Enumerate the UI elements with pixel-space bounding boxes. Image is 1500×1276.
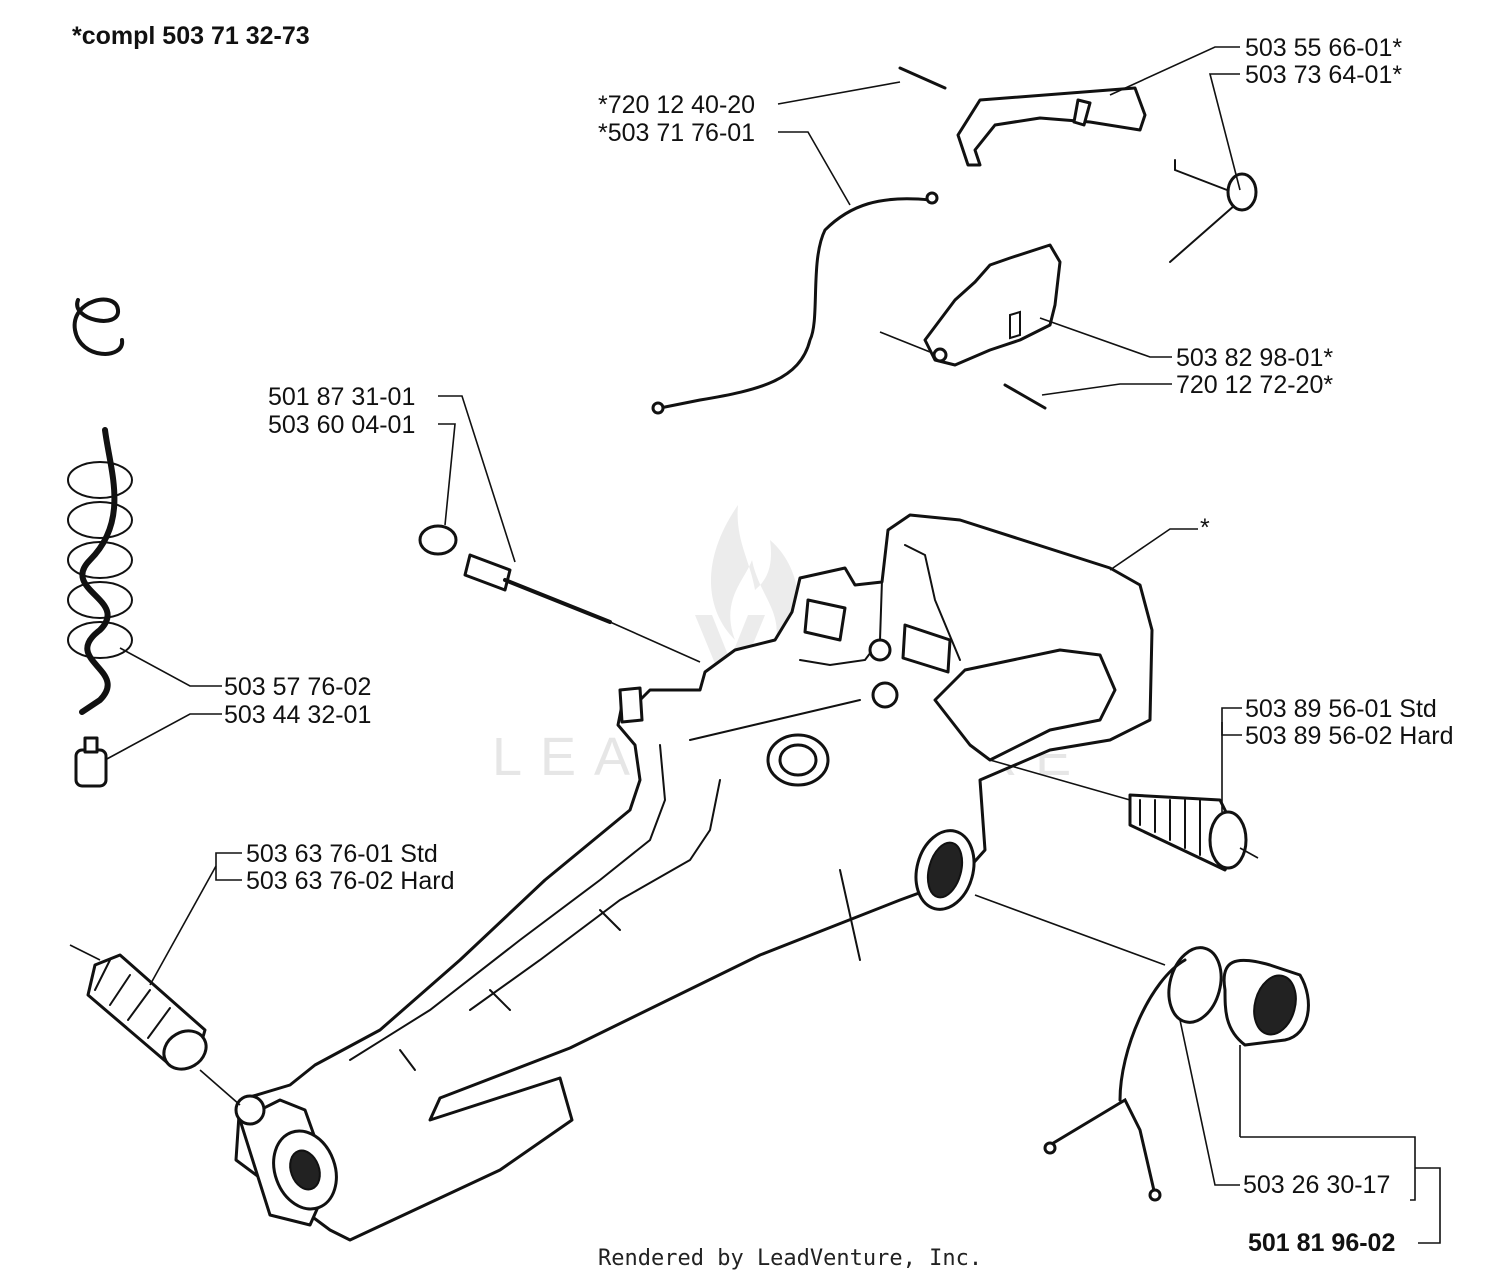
lever-spring	[1169, 159, 1258, 263]
label-lockout: 503 82 98-01*	[1176, 344, 1333, 372]
label-pick-up-line: 501 87 31-01	[268, 383, 415, 411]
label-filter-plug: 503 60 04-01	[268, 411, 415, 439]
throttle-lockout	[923, 243, 1062, 410]
label-av-left-std: 503 63 76-01 Std	[246, 840, 438, 868]
label-roll-pin-top: *720 12 40-20	[598, 91, 755, 119]
tank-housing	[234, 513, 1154, 1242]
watermark-v-icon	[695, 615, 765, 700]
label-fuel-cap: 501 81 96-02	[1248, 1229, 1395, 1257]
fuel-cap-assembly	[1043, 946, 1310, 1202]
leader-lines	[69, 46, 1441, 1244]
pickup-assembly	[418, 524, 612, 624]
watermark-flame-icon	[710, 505, 799, 660]
assembly-label: *compl 503 71 32-73	[72, 22, 310, 50]
label-asterisk: *	[1200, 514, 1210, 542]
label-fuel-hose: 503 57 76-02	[224, 673, 371, 701]
label-av-right-std: 503 89 56-01 Std	[1245, 695, 1437, 723]
label-av-left-hard: 503 63 76-02 Hard	[246, 867, 454, 895]
fuel-filter	[74, 736, 108, 788]
throttle-cable	[651, 191, 939, 415]
label-av-right-hard: 503 89 56-02 Hard	[1245, 722, 1453, 750]
label-fuel-filter: 503 44 32-01	[224, 701, 371, 729]
label-throttle-lever: 503 55 66-01*	[1245, 34, 1402, 62]
label-oring: 503 26 30-17	[1243, 1171, 1390, 1199]
throttle-lever	[898, 66, 1147, 167]
label-throttle-cable: *503 71 76-01	[598, 119, 755, 147]
fuel-hose	[67, 297, 133, 715]
front-av-spring	[86, 953, 208, 1071]
footer-credit: Rendered by LeadVenture, Inc.	[598, 1246, 982, 1271]
label-roll-pin-mid: 720 12 72-20*	[1176, 371, 1333, 399]
label-lever-spring: 503 73 64-01*	[1245, 61, 1402, 89]
rear-av-spring	[1128, 793, 1248, 872]
